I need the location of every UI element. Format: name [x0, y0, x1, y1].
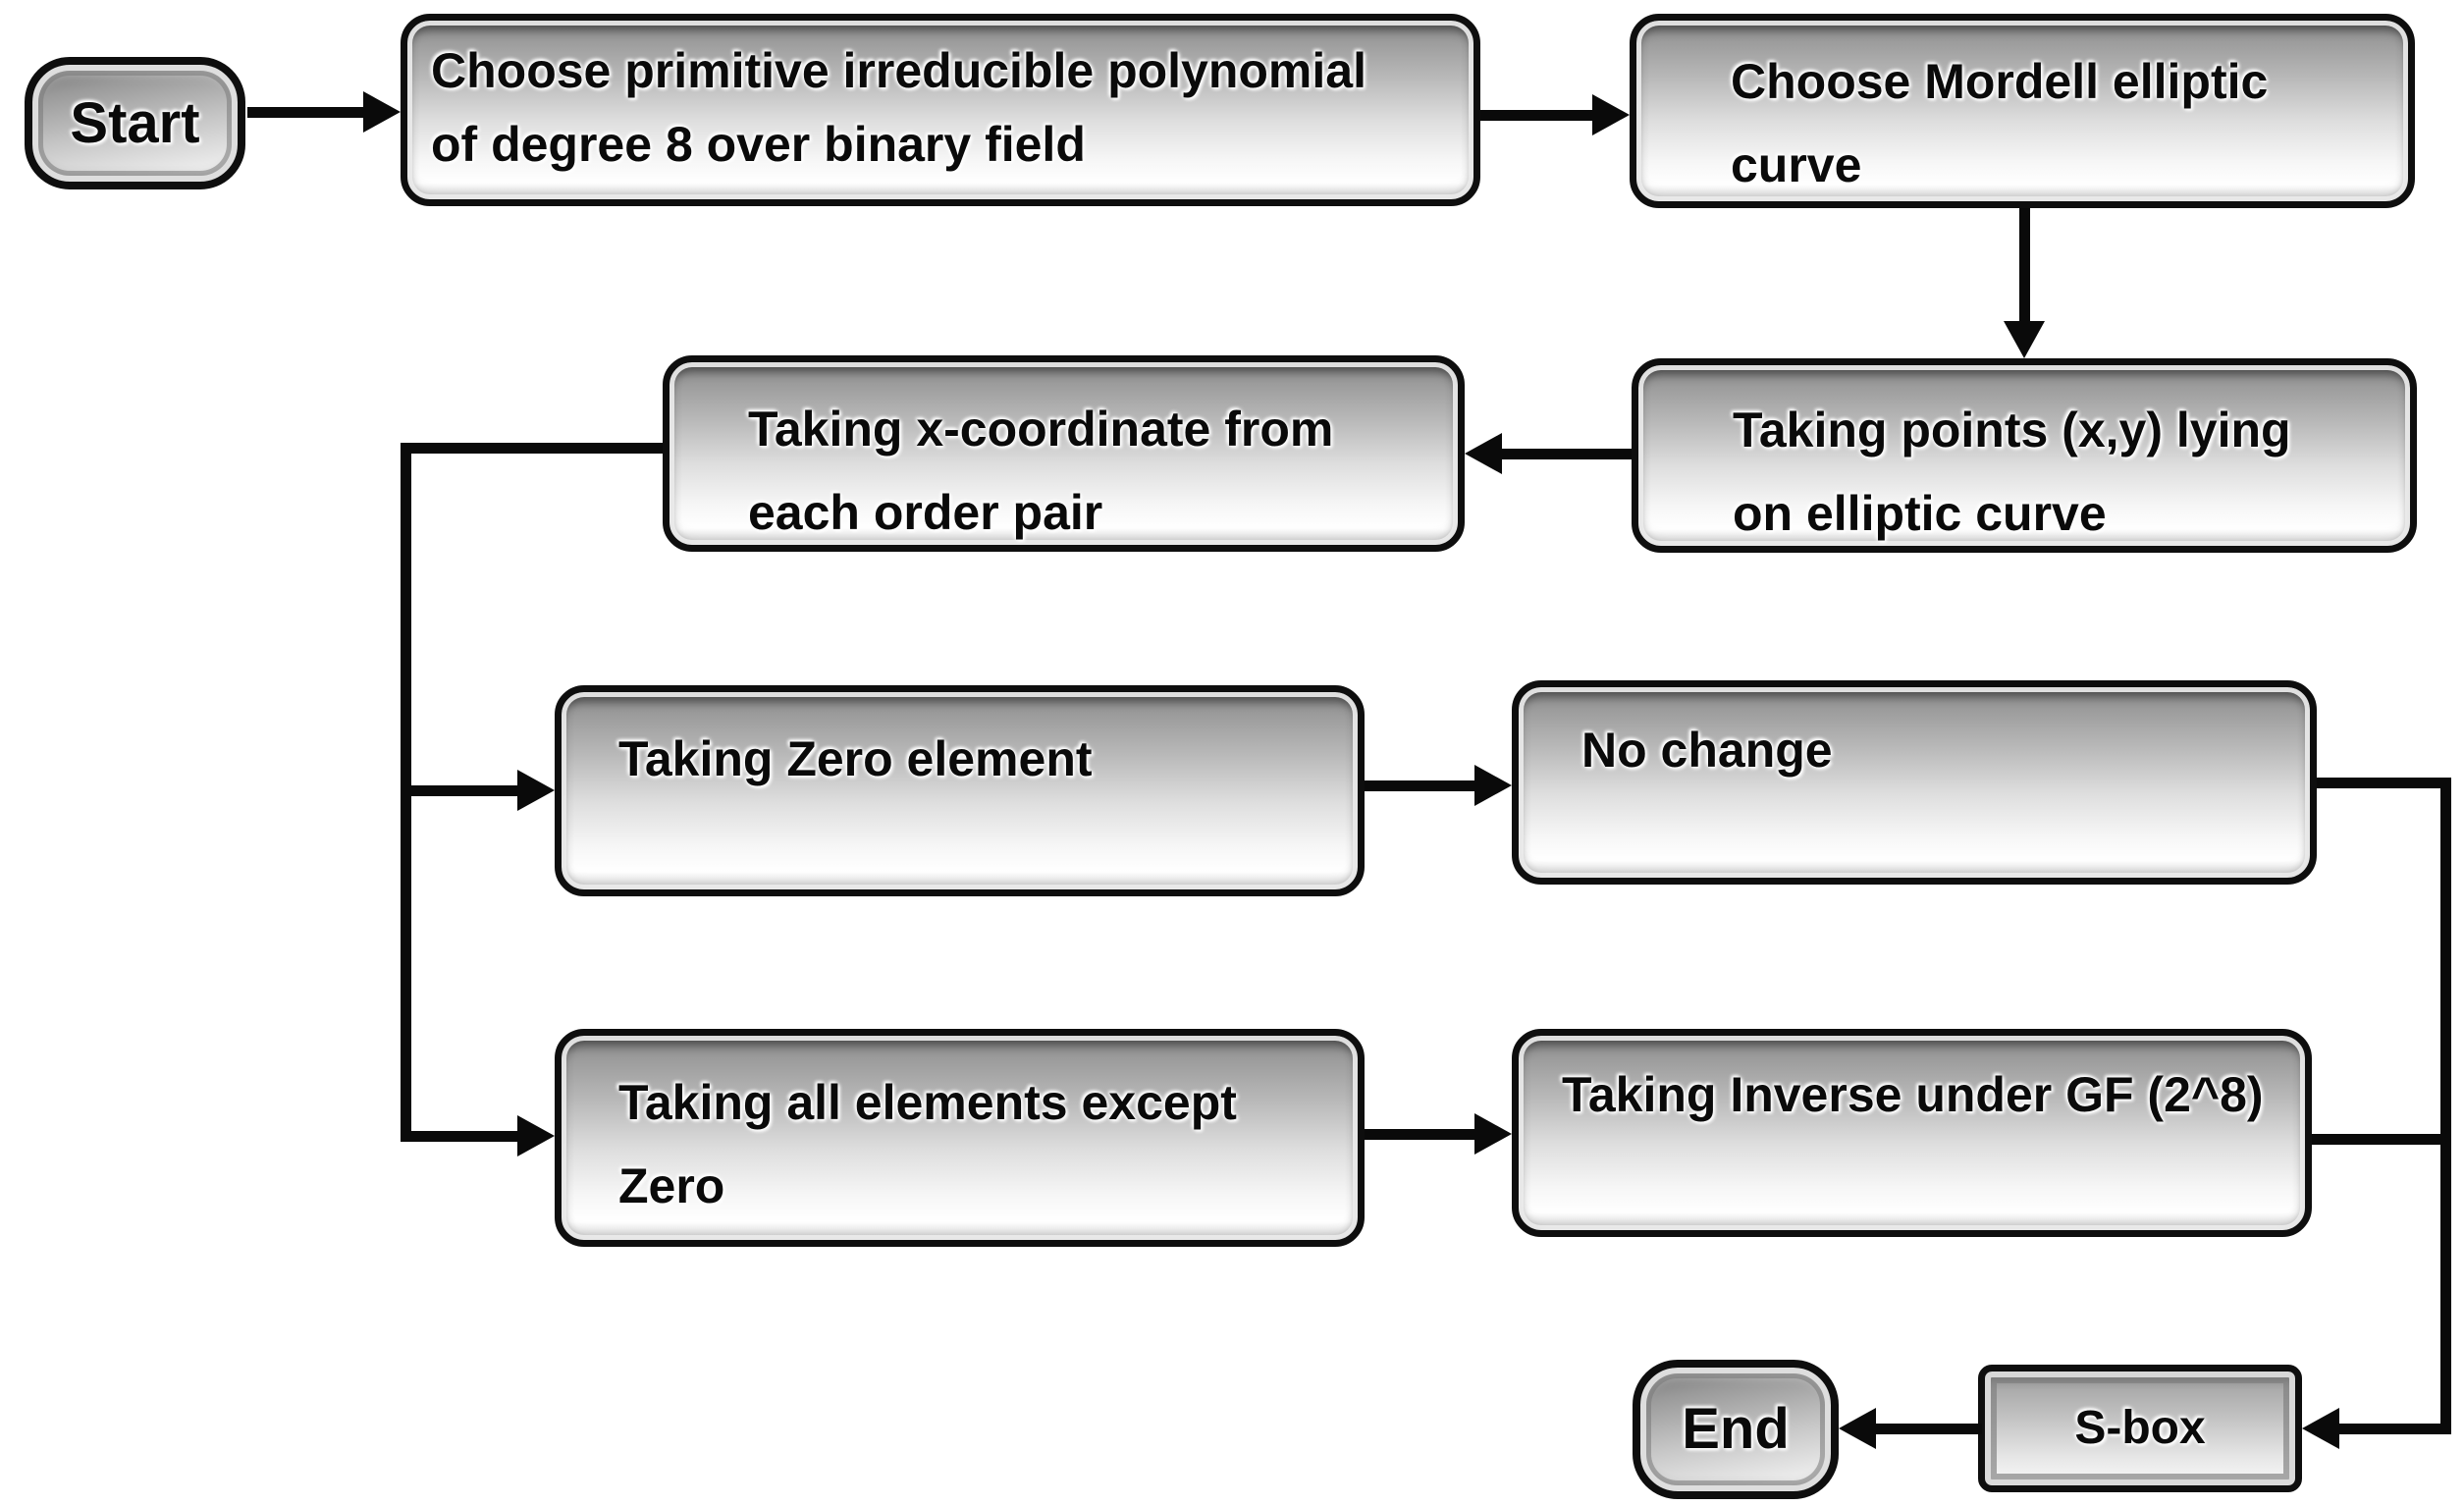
edge-right-trunk-line: [2440, 778, 2451, 1434]
edge-taking-points-to-taking-x-arrowhead: [1465, 433, 1502, 474]
edge-taking-zero-to-no-change-arrowhead: [1474, 765, 1512, 806]
edge-taking-zero-to-no-change-line: [1365, 780, 1478, 791]
edge-start-to-choose-poly-arrowhead: [363, 91, 401, 133]
node-taking-points: Taking points (x,y) lying on elliptic cu…: [1632, 358, 2417, 553]
edge-trunk-to-s-box-line: [2335, 1424, 2451, 1434]
node-no-change-label: No change: [1581, 723, 1833, 778]
edge-choose-poly-to-choose-curve-arrowhead: [1592, 94, 1630, 135]
node-start-label: Start: [70, 90, 200, 155]
node-taking-all-except-zero: Taking all elements except Zero: [555, 1029, 1365, 1247]
node-end: End: [1633, 1360, 1839, 1499]
edge-choose-curve-to-taking-points-line: [2019, 208, 2030, 326]
node-taking-inverse-label: Taking Inverse under GF (2^8): [1562, 1067, 2264, 1122]
edge-trunk-to-s-box-arrowhead: [2302, 1408, 2339, 1449]
edge-no-change-exit-line: [2317, 778, 2451, 788]
edge-taking-points-to-taking-x-line: [1500, 449, 1632, 459]
node-start: Start: [25, 57, 245, 189]
edge-taking-x-to-taking-all-line: [401, 1131, 521, 1142]
edge-start-to-choose-poly-line: [247, 107, 369, 118]
node-choose-curve: Choose Mordell elliptic curve: [1630, 14, 2415, 208]
edge-taking-all-to-taking-inverse-line: [1365, 1129, 1478, 1140]
node-taking-x-label: Taking x-coordinate from each order pair: [748, 402, 1334, 540]
node-taking-all-except-zero-label: Taking all elements except Zero: [618, 1075, 1237, 1213]
edge-choose-poly-to-choose-curve-line: [1480, 110, 1596, 121]
edge-taking-inverse-exit-line: [2312, 1134, 2451, 1145]
node-choose-poly-label: Choose primitive irreducible polynomial …: [431, 43, 1366, 172]
node-choose-poly: Choose primitive irreducible polynomial …: [401, 14, 1480, 206]
edge-taking-x-to-taking-zero-arrowhead: [517, 770, 555, 811]
node-s-box-label: S-box: [2074, 1402, 2206, 1454]
node-s-box: S-box: [1978, 1365, 2302, 1492]
node-taking-zero: Taking Zero element: [555, 685, 1365, 896]
node-taking-points-label: Taking points (x,y) lying on elliptic cu…: [1733, 403, 2291, 541]
edge-s-box-to-end-arrowhead: [1839, 1408, 1876, 1449]
edge-s-box-to-end-line: [1872, 1424, 1982, 1434]
node-taking-inverse: Taking Inverse under GF (2^8): [1512, 1029, 2312, 1237]
edge-taking-x-branch-top-line: [401, 443, 663, 454]
edge-taking-all-to-taking-inverse-arrowhead: [1474, 1113, 1512, 1155]
node-end-label: End: [1682, 1397, 1790, 1461]
node-no-change: No change: [1512, 680, 2317, 885]
node-choose-curve-label: Choose Mordell elliptic curve: [1731, 54, 2269, 192]
edge-choose-curve-to-taking-points-arrowhead: [2004, 321, 2045, 358]
node-taking-x: Taking x-coordinate from each order pair: [663, 355, 1465, 552]
edge-taking-x-to-taking-zero-line: [401, 785, 521, 796]
edge-taking-x-to-taking-all-arrowhead: [517, 1115, 555, 1156]
node-taking-zero-label: Taking Zero element: [618, 731, 1093, 786]
